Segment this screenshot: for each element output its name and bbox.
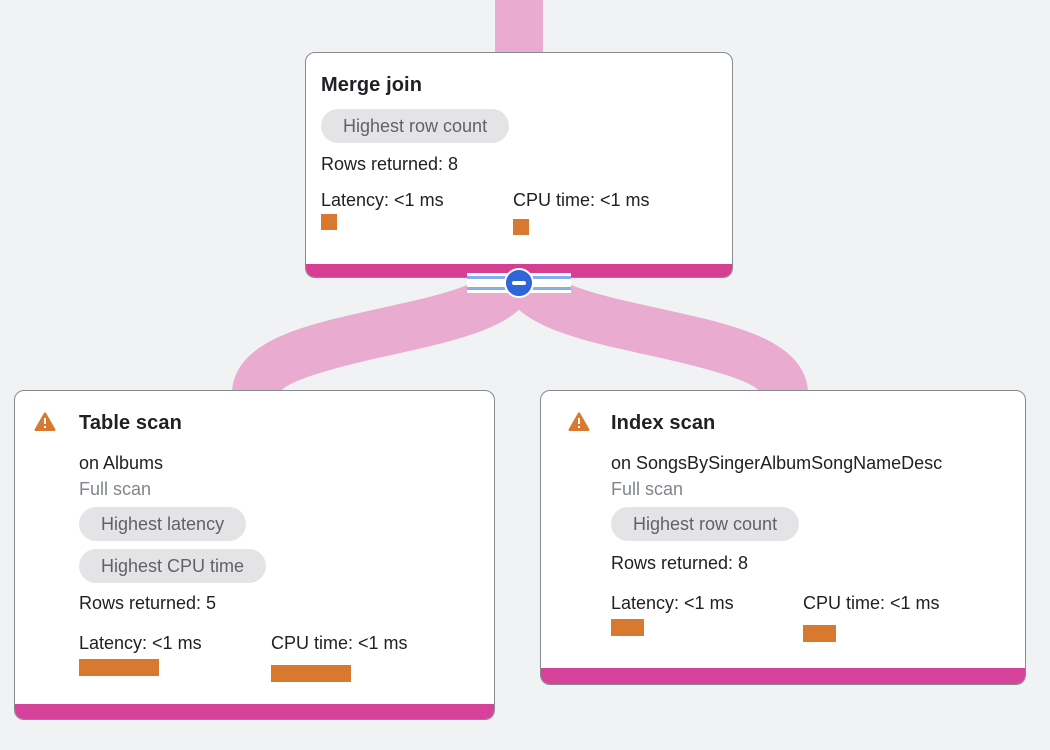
latency-metric: Latency: <1 ms (611, 591, 803, 642)
warning-icon (567, 410, 591, 434)
badge-highest-cpu-time: Highest CPU time (79, 549, 267, 583)
badge-highest-latency: Highest latency (79, 507, 247, 541)
minus-icon (512, 281, 526, 285)
latency-label: Latency: <1 ms (321, 190, 444, 210)
node-title: Index scan (611, 412, 716, 434)
node-title: Table scan (79, 412, 182, 434)
badge-highest-row-count: Highest row count (321, 109, 510, 143)
latency-metric: Latency: <1 ms (321, 188, 513, 235)
edge-to-table-scan (232, 266, 535, 399)
cpu-time-label: CPU time: <1 ms (803, 593, 940, 613)
node-accent-bar (15, 704, 494, 719)
warning-icon (33, 410, 57, 434)
cpu-time-metric: CPU time: <1 ms (513, 188, 705, 235)
collapse-children-button[interactable] (504, 268, 534, 298)
badge-highest-row-count: Highest row count (611, 507, 800, 541)
latency-label: Latency: <1 ms (611, 593, 734, 613)
cpu-time-bar (513, 219, 529, 235)
metrics-row: Latency: <1 ms CPU time: <1 ms (79, 631, 478, 682)
rows-returned-text: Rows returned: 8 (611, 553, 749, 573)
cpu-time-label: CPU time: <1 ms (513, 190, 650, 210)
latency-bar (79, 659, 159, 676)
cpu-time-metric: CPU time: <1 ms (803, 591, 995, 642)
metrics-row: Latency: <1 ms CPU time: <1 ms (611, 591, 1009, 642)
plan-node-merge-join[interactable]: Merge join Highest row count Rows return… (305, 52, 733, 278)
node-subtitle: on SongsBySingerAlbumSongNameDesc (611, 453, 943, 473)
cpu-time-metric: CPU time: <1 ms (271, 631, 463, 682)
plan-node-index-scan[interactable]: Index scan on SongsBySingerAlbumSongName… (540, 390, 1026, 685)
latency-bar (611, 619, 644, 636)
scan-type-text: Full scan (79, 479, 152, 499)
latency-bar (321, 214, 337, 230)
latency-label: Latency: <1 ms (79, 633, 202, 653)
cpu-time-bar (271, 665, 351, 682)
node-subtitle: on Albums (79, 453, 164, 473)
latency-metric: Latency: <1 ms (79, 631, 271, 682)
node-accent-bar (541, 668, 1025, 684)
scan-type-text: Full scan (611, 479, 684, 499)
cpu-time-bar (803, 625, 836, 642)
rows-returned-text: Rows returned: 8 (321, 154, 459, 174)
node-title: Merge join (321, 74, 423, 96)
edge-to-index-scan (503, 266, 808, 399)
plan-node-table-scan[interactable]: Table scan on Albums Full scan Highest l… (14, 390, 495, 720)
cpu-time-label: CPU time: <1 ms (271, 633, 408, 653)
rows-returned-text: Rows returned: 5 (79, 593, 217, 613)
metrics-row: Latency: <1 ms CPU time: <1 ms (321, 188, 716, 235)
